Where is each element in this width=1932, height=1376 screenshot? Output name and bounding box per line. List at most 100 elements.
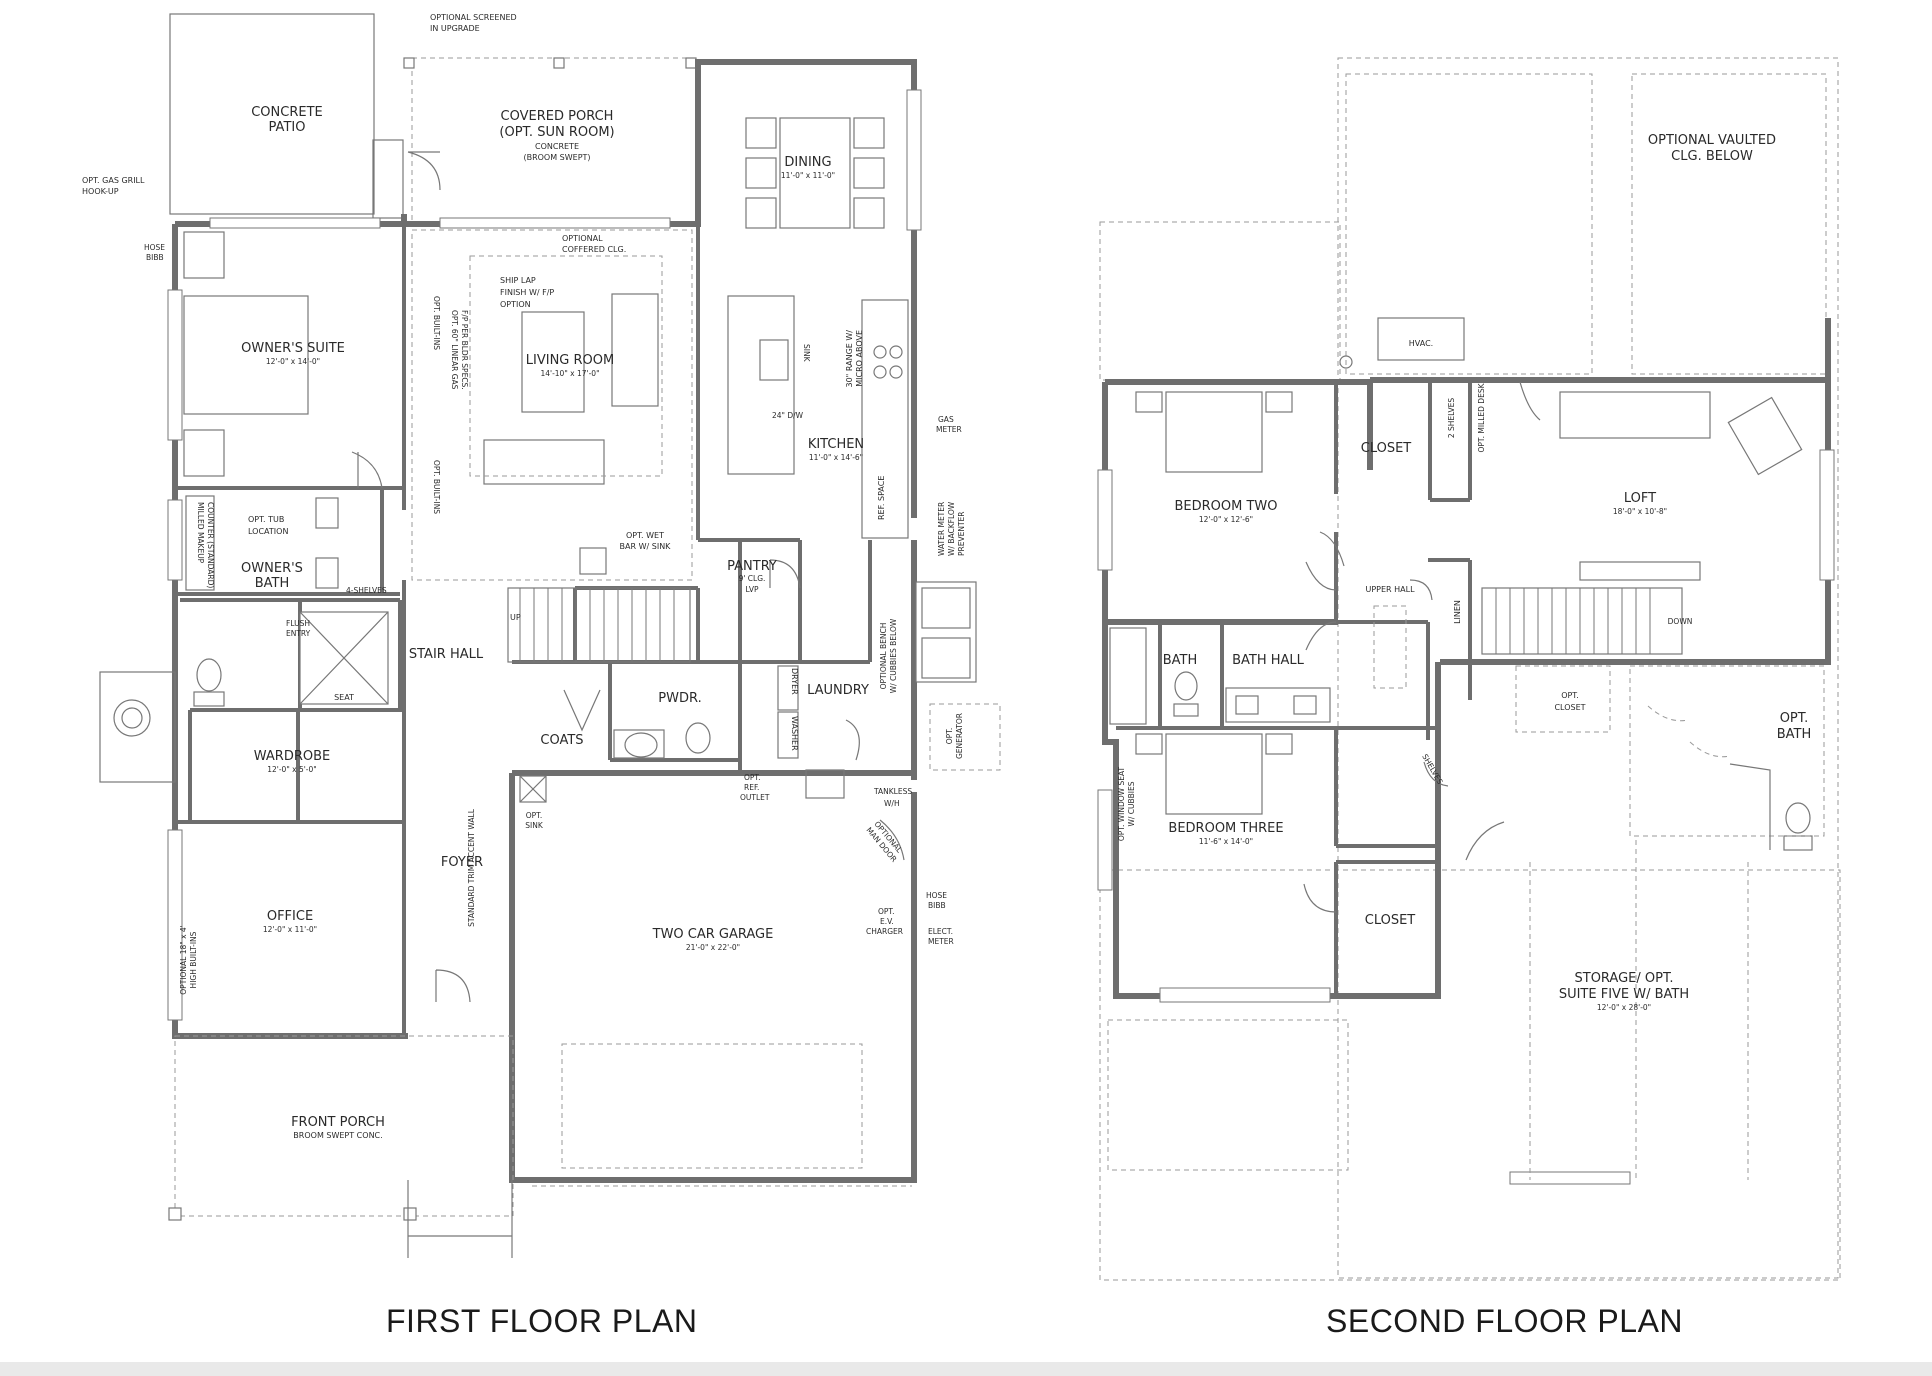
storage-label: STORAGE/ OPT. [1575, 971, 1674, 986]
svg-text:LOCATION: LOCATION [248, 527, 288, 536]
living-room-label: LIVING ROOM [526, 353, 614, 368]
svg-text:BATH: BATH [255, 576, 290, 591]
svg-text:11'-6" x 14'-0": 11'-6" x 14'-0" [1199, 837, 1253, 846]
dining-label: DINING [784, 155, 831, 170]
svg-text:WASHER: WASHER [790, 716, 799, 751]
loft-sofa [1559, 391, 1711, 439]
svg-text:12'-0" x 12'-6": 12'-0" x 12'-6" [1199, 515, 1253, 524]
svg-text:FLUSH: FLUSH [286, 619, 310, 628]
concrete-patio-label: CONCRETE [251, 105, 323, 120]
svg-text:PREVENTER: PREVENTER [957, 512, 966, 556]
hvac-unit [1377, 317, 1465, 361]
second-floor-plan [1097, 57, 1841, 1281]
pantry-label: PANTRY [727, 559, 777, 574]
two-car-garage-label: TWO CAR GARAGE [652, 927, 774, 942]
svg-text:SHELVES: SHELVES [1420, 753, 1444, 786]
second-floor-labels: OPTIONAL VAULTED CLG. BELOW HVAC. CLOSET… [1117, 133, 1811, 1012]
ship-lap-label: SHIP LAP [500, 276, 536, 285]
bath-label: BATH [1163, 653, 1198, 668]
svg-text:W/H: W/H [884, 799, 900, 808]
sofa [611, 293, 659, 407]
svg-text:11'-0" x 14'-6": 11'-0" x 14'-6" [809, 453, 863, 462]
svg-text:OPT.: OPT. [1561, 691, 1579, 700]
svg-text:OPT.: OPT. [744, 773, 761, 782]
porch-door-swing [407, 151, 441, 191]
kitchen-counter [861, 299, 909, 539]
svg-text:F/P PER BLDR SPECS.: F/P PER BLDR SPECS. [460, 310, 469, 390]
hall-bath-tub [1109, 627, 1147, 725]
second-floor-stairs [1481, 587, 1683, 655]
bedroom-two-label: BEDROOM TWO [1174, 499, 1277, 514]
svg-text:CLOSET: CLOSET [1554, 703, 1585, 712]
svg-text:UP: UP [510, 613, 521, 622]
front-porch-outline [174, 1035, 514, 1217]
second-floor-plan-title: SECOND FLOOR PLAN [1326, 1303, 1684, 1339]
bedroom-two-bed [1165, 391, 1263, 473]
linen-label: LINEN [1453, 600, 1462, 624]
front-porch-label: FRONT PORCH [291, 1115, 385, 1130]
svg-text:SUITE FIVE W/ BATH: SUITE FIVE W/ BATH [1559, 987, 1689, 1002]
svg-text:OPTIONAL BENCH: OPTIONAL BENCH [879, 623, 888, 690]
upper-hall-label: UPPER HALL [1365, 585, 1415, 594]
svg-text:ENTRY: ENTRY [286, 629, 311, 638]
svg-text:OUTLET: OUTLET [740, 793, 770, 802]
first-floor-stairs [507, 587, 691, 663]
svg-text:(BROOM SWEPT): (BROOM SWEPT) [523, 153, 590, 162]
stair-hall-label: STAIR HALL [409, 647, 484, 662]
optional-screened-label: OPTIONAL SCREENED [430, 13, 517, 22]
svg-text:WATER METER: WATER METER [937, 502, 946, 556]
svg-text:STANDARD TRIM ACCENT WALL: STANDARD TRIM ACCENT WALL [467, 808, 476, 927]
bath-hall-label: BATH HALL [1232, 653, 1305, 668]
svg-text:CHARGER: CHARGER [866, 927, 903, 936]
svg-text:METER: METER [928, 937, 954, 946]
svg-text:HIGH BUILT-INS: HIGH BUILT-INS [189, 931, 198, 988]
fireplace-box [99, 671, 176, 783]
svg-text:GENERATOR: GENERATOR [955, 713, 964, 759]
svg-text:12'-0" x 11'-0": 12'-0" x 11'-0" [263, 925, 317, 934]
kitchen-label: KITCHEN [808, 437, 864, 452]
covered-porch-label: COVERED PORCH [501, 109, 614, 124]
concrete-patio-outline [169, 13, 375, 215]
svg-text:11'-0" x 11'-0": 11'-0" x 11'-0" [781, 171, 835, 180]
bedroom-three-bed [1165, 733, 1263, 815]
svg-text:W/ CUBBIES: W/ CUBBIES [1127, 781, 1136, 826]
svg-text:BIBB: BIBB [928, 901, 946, 910]
svg-text:ELECT.: ELECT. [928, 927, 953, 936]
svg-text:W/ CUBBIES BELOW: W/ CUBBIES BELOW [889, 618, 898, 693]
office-label: OFFICE [267, 909, 313, 924]
svg-text:4-SHELVES: 4-SHELVES [346, 586, 387, 595]
svg-text:24" D/W: 24" D/W [772, 411, 804, 420]
svg-text:CLG. BELOW: CLG. BELOW [1671, 149, 1753, 164]
laundry-label: LAUNDRY [807, 683, 869, 698]
svg-text:W/ BACKFLOW: W/ BACKFLOW [947, 501, 956, 556]
optional-coffered-label: OPTIONAL [562, 234, 603, 243]
svg-text:(OPT. SUN ROOM): (OPT. SUN ROOM) [499, 125, 614, 140]
svg-text:CONCRETE: CONCRETE [535, 142, 579, 151]
svg-text:9' CLG.: 9' CLG. [739, 574, 766, 583]
opt-built-ins-top-label: OPT. BUILT-INS [432, 296, 441, 350]
svg-text:12'-0" x 14'-0": 12'-0" x 14'-0" [266, 357, 320, 366]
pwdr-label: PWDR. [658, 691, 701, 706]
svg-text:BATH: BATH [1777, 727, 1812, 742]
svg-text:14'-10" x 17'-0": 14'-10" x 17'-0" [540, 369, 599, 378]
hvac-label: HVAC. [1409, 339, 1433, 348]
svg-text:HOSE: HOSE [926, 891, 947, 900]
svg-text:SINK: SINK [525, 821, 544, 830]
svg-text:12'-0" x 28'-0": 12'-0" x 28'-0" [1597, 1003, 1651, 1012]
opt-built-ins-bottom-label: OPT. BUILT-INS [432, 460, 441, 514]
svg-text:FINISH W/ F/P: FINISH W/ F/P [500, 288, 554, 297]
svg-text:PATIO: PATIO [269, 120, 306, 135]
svg-text:HOOK-UP: HOOK-UP [82, 187, 119, 196]
svg-text:IN UPGRADE: IN UPGRADE [430, 24, 480, 33]
gas-grill-label: OPT. GAS GRILL [82, 176, 145, 185]
svg-text:21'-0" x 22'-0": 21'-0" x 22'-0" [686, 943, 740, 952]
owners-bath-label: OWNER'S [241, 561, 303, 576]
bedroom-three-label: BEDROOM THREE [1168, 821, 1283, 836]
svg-text:COFFERED CLG.: COFFERED CLG. [562, 245, 626, 254]
svg-text:OPT.: OPT. [526, 811, 543, 820]
second-floor-exterior-walls [1102, 377, 1831, 999]
screened-porch-outline [411, 57, 697, 225]
svg-text:OPT. 60" LINEAR GAS: OPT. 60" LINEAR GAS [450, 310, 459, 390]
roof-outline [1337, 57, 1839, 1279]
